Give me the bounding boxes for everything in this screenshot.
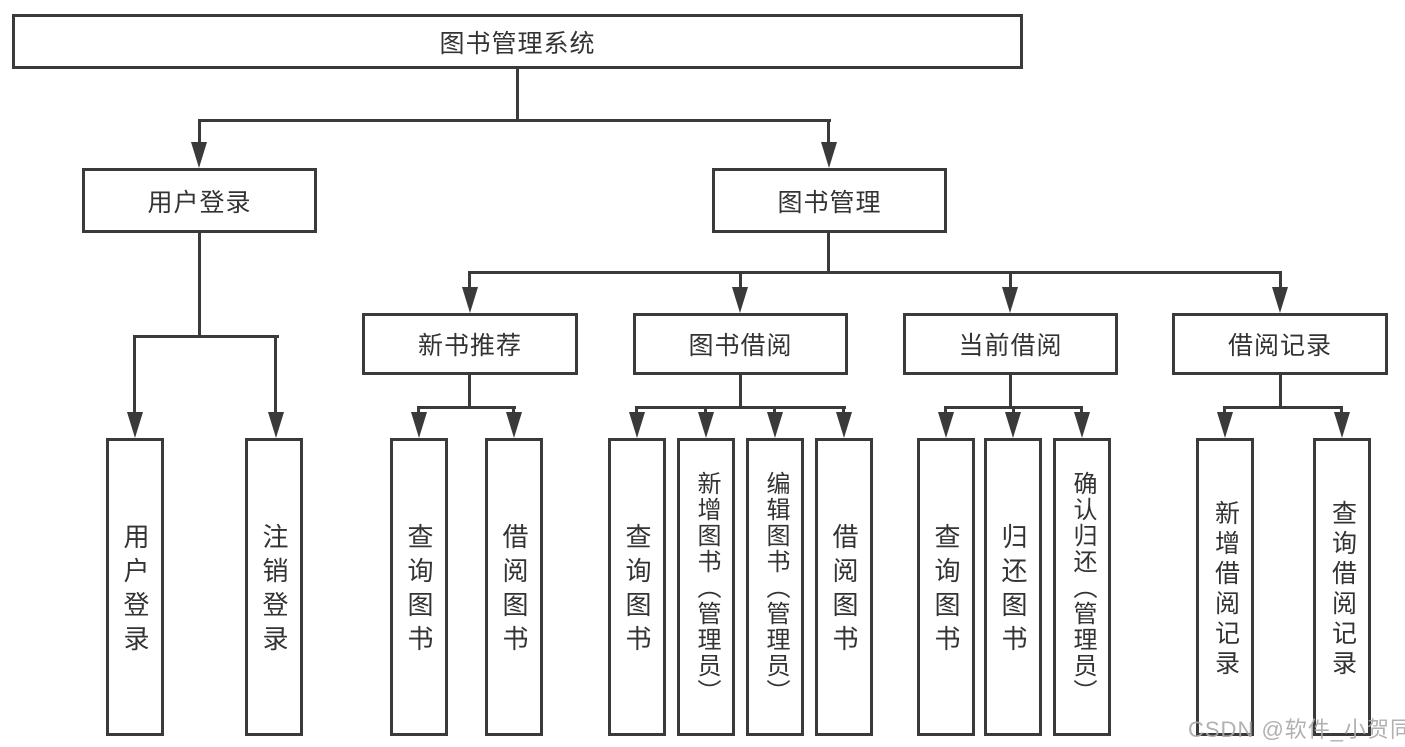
connector-drop-borrow-records	[1279, 271, 1282, 291]
connector-drop-query-borrow	[635, 406, 638, 416]
connector-drop-return-book	[1012, 406, 1015, 416]
connector-drop-add-record	[1223, 406, 1226, 416]
leaf-edit-book-admin-label: 编辑图书（管理员）	[762, 471, 789, 705]
connector-drop-user-login	[198, 119, 201, 149]
node-root: 图书管理系统	[12, 14, 1023, 69]
leaf-query-book-borrow-label: 查询图书	[622, 523, 652, 659]
node-borrow-records: 借阅记录	[1172, 313, 1388, 375]
connector-drop-query-record	[1340, 406, 1343, 416]
leaf-borrow-book-borrow-label: 借阅图书	[829, 523, 859, 659]
leaf-add-borrow-record: 新增借阅记录	[1196, 438, 1254, 736]
connector-drop-leaf-login	[133, 335, 136, 415]
arrowhead-book-borrow	[732, 287, 748, 313]
leaf-query-borrow-record: 查询借阅记录	[1313, 438, 1371, 736]
leaf-query-book-current: 查询图书	[917, 438, 975, 736]
leaf-user-login: 用户登录	[106, 438, 164, 736]
leaf-borrow-book-recommend: 借阅图书	[485, 438, 543, 736]
connector-new-book-bar	[417, 406, 516, 409]
connector-drop-book-borrow	[739, 271, 742, 291]
leaf-logout-label: 注销登录	[259, 523, 289, 659]
leaf-confirm-return-admin-label: 确认归还（管理员）	[1069, 471, 1096, 705]
arrowhead-add-book	[698, 412, 714, 438]
connector-drop-query-current	[944, 406, 947, 416]
node-user-login-label: 用户登录	[147, 188, 252, 217]
connector-drop-edit-book	[773, 406, 776, 416]
node-book-borrow-label: 图书借阅	[688, 332, 793, 360]
connector-book-management-stem	[827, 233, 830, 271]
node-user-login: 用户登录	[82, 168, 317, 233]
connector-drop-borrow-book	[842, 406, 845, 416]
leaf-edit-book-admin: 编辑图书（管理员）	[746, 438, 804, 736]
node-book-management-label: 图书管理	[777, 188, 882, 217]
arrowhead-confirm-return	[1074, 412, 1090, 438]
arrowhead-query-borrow	[629, 412, 645, 438]
leaf-borrow-book-recommend-label: 借阅图书	[499, 523, 529, 659]
leaf-query-book-recommend-label: 查询图书	[404, 523, 434, 659]
arrowhead-return-book	[1005, 412, 1021, 438]
connector-book-borrow-bar	[635, 406, 846, 409]
connector-borrow-records-bar	[1223, 406, 1343, 409]
connector-user-login-bar	[133, 335, 279, 338]
arrowhead-borrow-book	[836, 412, 852, 438]
connector-level3-bar	[468, 271, 1282, 274]
arrowhead-user-login	[191, 142, 207, 168]
arrowhead-edit-book	[767, 412, 783, 438]
connector-level2-bar	[198, 119, 831, 122]
arrowhead-query-record	[1334, 412, 1350, 438]
connector-user-login-stem	[198, 233, 201, 335]
connector-borrow-records-stem	[1279, 375, 1282, 406]
leaf-add-book-admin-label: 新增图书（管理员）	[693, 471, 720, 705]
node-borrow-records-label: 借阅记录	[1227, 332, 1332, 360]
arrowhead-query-current	[938, 412, 954, 438]
connector-drop-current-borrow	[1009, 271, 1012, 291]
leaf-logout: 注销登录	[245, 438, 303, 736]
arrowhead-add-record	[1217, 412, 1233, 438]
connector-new-book-stem	[468, 375, 471, 406]
leaf-query-book-recommend: 查询图书	[390, 438, 448, 736]
leaf-borrow-book-borrow: 借阅图书	[815, 438, 873, 736]
leaf-query-book-current-label: 查询图书	[931, 523, 961, 659]
connector-drop-query-recommend	[417, 406, 420, 416]
connector-root-stem	[516, 69, 519, 119]
node-new-book-recommend: 新书推荐	[362, 313, 578, 375]
arrowhead-new-book	[462, 287, 478, 313]
leaf-return-book-label: 归还图书	[998, 523, 1028, 659]
connector-drop-leaf-logout	[274, 335, 277, 415]
node-current-borrow-label: 当前借阅	[958, 332, 1063, 360]
leaf-add-book-admin: 新增图书（管理员）	[677, 438, 735, 736]
arrowhead-borrow-records	[1272, 287, 1288, 313]
node-book-management: 图书管理	[712, 168, 947, 233]
connector-drop-new-book	[468, 271, 471, 291]
arrowhead-leaf-logout	[268, 412, 284, 438]
connector-drop-add-book	[704, 406, 707, 416]
arrowhead-leaf-login	[127, 412, 143, 438]
leaf-query-borrow-record-label: 查询借阅记录	[1328, 499, 1357, 680]
connector-book-borrow-stem	[739, 375, 742, 406]
leaf-confirm-return-admin: 确认归还（管理员）	[1053, 438, 1111, 736]
leaf-user-login-label: 用户登录	[120, 523, 150, 659]
arrowhead-current-borrow	[1002, 287, 1018, 313]
leaf-add-borrow-record-label: 新增借阅记录	[1211, 499, 1240, 680]
node-current-borrow: 当前借阅	[903, 313, 1118, 375]
node-book-borrow: 图书借阅	[633, 313, 848, 375]
node-root-label: 图书管理系统	[439, 29, 596, 58]
watermark: CSDN @软件_小贺同学	[1188, 717, 1405, 742]
connector-current-borrow-stem	[1009, 375, 1012, 406]
connector-drop-book-management	[827, 119, 830, 149]
leaf-query-book-borrow: 查询图书	[608, 438, 666, 736]
node-new-book-recommend-label: 新书推荐	[417, 332, 522, 360]
connector-drop-confirm-return	[1080, 406, 1083, 416]
leaf-return-book: 归还图书	[984, 438, 1042, 736]
connector-drop-borrow-recommend	[512, 406, 515, 416]
arrowhead-borrow-recommend	[506, 412, 522, 438]
arrowhead-query-recommend	[411, 412, 427, 438]
arrowhead-book-management	[821, 142, 837, 168]
